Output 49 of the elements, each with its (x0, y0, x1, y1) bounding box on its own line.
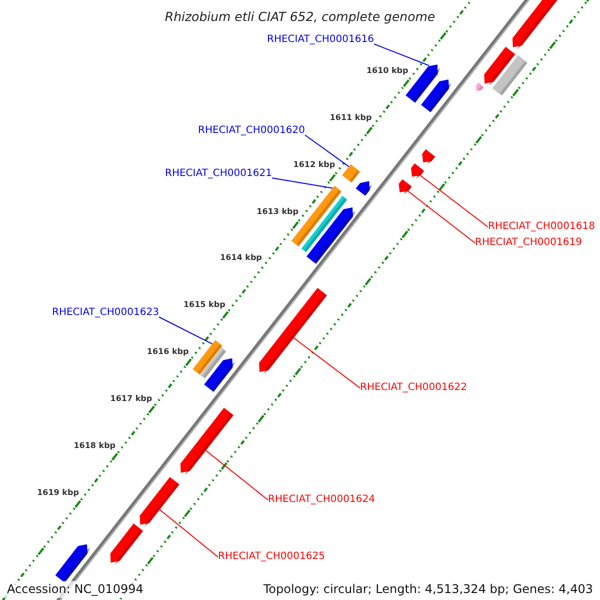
gene-block (180, 408, 234, 475)
gene-block (484, 46, 516, 86)
gene-block (192, 340, 222, 375)
position-label: 1612 kbp (293, 160, 336, 170)
map-title: Rhizobium etli CIAT 652, complete genome (162, 9, 438, 24)
gene-block (421, 80, 452, 112)
gene-label: RHECIAT_CH0001619 (475, 237, 582, 249)
leader-line (420, 175, 488, 228)
position-label: 1618 kbp (74, 440, 116, 451)
gene-block (342, 164, 360, 183)
gene-block (356, 181, 372, 196)
position-label: 1613 kbp (256, 206, 298, 217)
gene-block (110, 524, 144, 565)
leader-line (408, 190, 476, 244)
gene-block (200, 348, 226, 379)
gene-label: RHECIAT_CH0001620 (198, 125, 305, 137)
gene-block (512, 0, 558, 50)
position-label: 1615 kbp (183, 300, 226, 310)
gene-label: RHECIAT_CH0001621 (165, 168, 272, 180)
gene-block (301, 196, 348, 252)
leader-line (272, 178, 334, 189)
gene-block (492, 55, 528, 96)
position-label: 1614 kbp (220, 253, 262, 264)
gene-block (306, 207, 356, 264)
gene-label: RHECIAT_CH0001618 (488, 221, 595, 233)
leader-line (304, 134, 350, 168)
position-label: 1619 kbp (37, 488, 79, 498)
leader-line (374, 44, 430, 66)
gene-label: RHECIAT_CH0001624 (268, 494, 375, 506)
position-label: 1617 kbp (110, 394, 152, 404)
gene-label: RHECIAT_CH0001616 (267, 34, 374, 46)
position-label: 1616 kbp (146, 347, 189, 358)
gene-block (411, 163, 424, 178)
position-label: 1611 kbp (330, 112, 372, 123)
leader-line (293, 337, 360, 388)
gene-block (422, 149, 436, 164)
gene-label: RHECIAT_CH0001622 (360, 382, 467, 394)
gene-block (140, 477, 180, 527)
gene-block (204, 358, 236, 392)
gene-block (259, 288, 327, 374)
leader-line (159, 509, 218, 558)
leader-line (205, 450, 268, 500)
gene-label: RHECIAT_CH0001623 (52, 307, 159, 319)
gene-block (55, 544, 90, 583)
position-label: 1610 kbp (366, 66, 408, 76)
gene-block (476, 82, 484, 92)
gene-block (398, 179, 412, 194)
leader-line (158, 316, 213, 344)
gene-label: RHECIAT_CH0001625 (218, 551, 325, 563)
